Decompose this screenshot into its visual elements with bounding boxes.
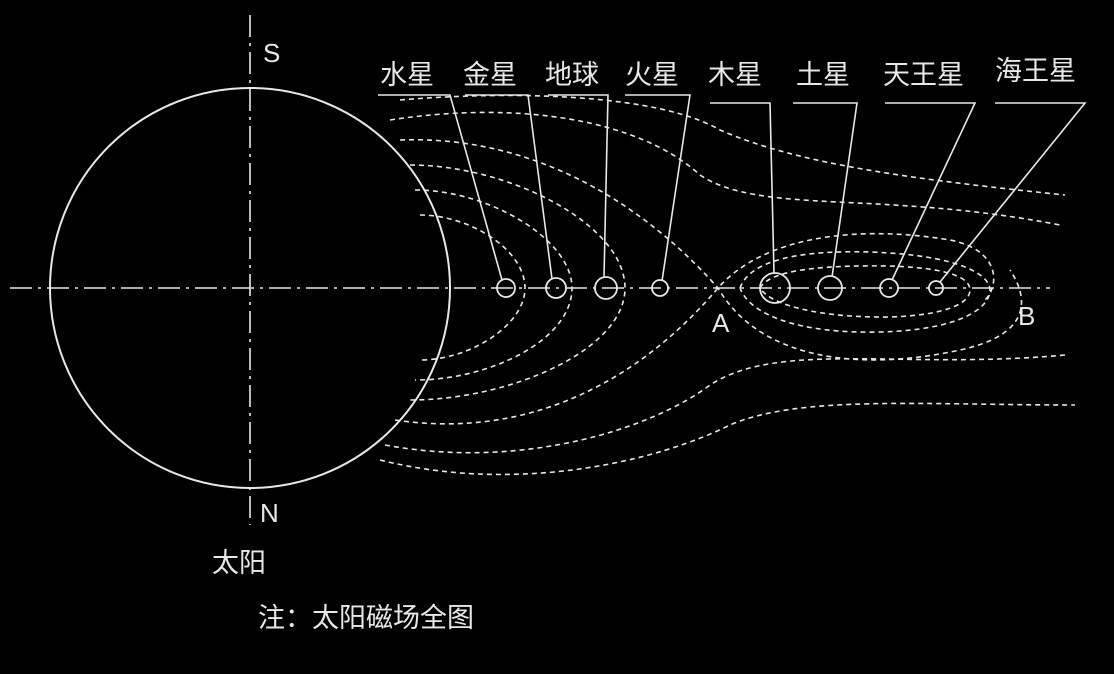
field-line (399, 138, 1023, 361)
sun-label: 太阳 (212, 548, 266, 579)
mercury-marker (496, 278, 516, 298)
leader-line (793, 102, 858, 278)
planet-label-venus: 金星 (463, 60, 517, 91)
planet-markers (496, 272, 944, 304)
point-b-label: B (1018, 301, 1035, 331)
north-pole-label: N (260, 498, 279, 528)
saturn-marker (817, 275, 843, 301)
planet-labels: 水星 金星 地球 火星 木星 土星 天王星 海王星 (380, 56, 1076, 91)
field-line (419, 214, 526, 361)
jupiter-marker (759, 272, 791, 304)
leader-line (548, 94, 609, 278)
sun-circle (49, 87, 451, 489)
field-line (759, 265, 971, 318)
field-line (409, 164, 626, 401)
mars-marker (651, 279, 669, 297)
field-lines (379, 94, 1076, 476)
planet-label-mars: 火星 (625, 60, 679, 91)
planet-label-neptune: 海王星 (995, 56, 1076, 87)
uranus-marker (879, 278, 899, 298)
planet-label-uranus: 天王星 (883, 60, 964, 91)
field-line (399, 94, 1066, 196)
leader-lines (378, 94, 1087, 283)
field-line (384, 354, 1066, 454)
planet-label-mercury: 水星 (380, 60, 434, 91)
leader-line (465, 94, 553, 280)
field-line (394, 232, 995, 425)
venus-marker (545, 277, 567, 299)
planet-label-jupiter: 木星 (708, 60, 762, 91)
leader-line (378, 94, 503, 281)
leader-line (939, 102, 1087, 283)
field-line (739, 250, 991, 333)
field-line (379, 402, 1076, 476)
diagram-note: 注：太阳磁场全图 (258, 603, 474, 634)
planet-label-earth: 地球 (545, 60, 599, 91)
point-a-label: A (712, 308, 730, 338)
south-pole-label: S (263, 38, 280, 68)
field-line (389, 111, 1061, 226)
planet-label-saturn: 土星 (796, 60, 850, 91)
leader-line (625, 94, 691, 282)
earth-marker (594, 276, 618, 300)
neptune-marker (928, 280, 944, 296)
leader-line (885, 102, 977, 281)
leader-line (710, 102, 775, 274)
